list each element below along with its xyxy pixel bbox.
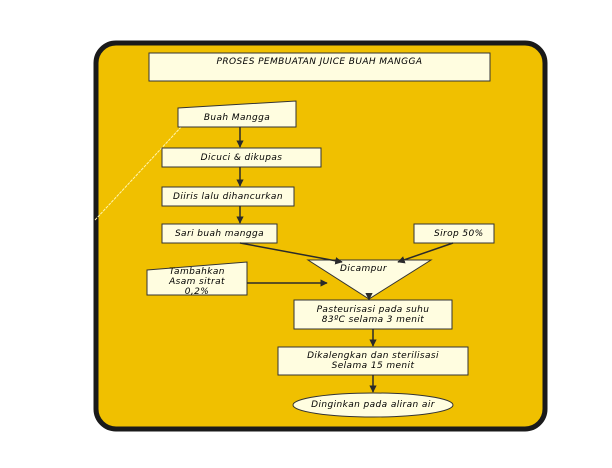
step-tambahkan-label: Tambahkan Asam sitrat 0,2% bbox=[169, 267, 225, 297]
step-dikalengkan-box bbox=[277, 346, 469, 376]
step-buah-mangga-label: Buah Mangga bbox=[203, 113, 271, 123]
arrow-sirop-to-dicampur bbox=[397, 242, 454, 264]
arrow-sari-to-dicampur bbox=[239, 242, 343, 265]
step-dinginkan-label: Dinginkan pada aliran air bbox=[311, 400, 435, 410]
step-sirop-label: Sirop 50% bbox=[434, 229, 484, 239]
step-tambahkan-box bbox=[146, 261, 248, 296]
step-pasteurisasi-label: Pasteurisasi pada suhu 83ºC selama 3 men… bbox=[316, 305, 430, 325]
step-sirop-box bbox=[413, 223, 495, 244]
decorative-diagonal-line bbox=[94, 111, 196, 221]
step-pasteurisasi-box bbox=[293, 299, 453, 330]
step-dicampur-triangle bbox=[306, 259, 433, 300]
step-buah-mangga-box bbox=[177, 100, 297, 128]
step-diiris-box bbox=[161, 186, 295, 207]
step-dikalengkan-label: Dikalengkan dan sterilisasi Selama 15 me… bbox=[307, 351, 439, 371]
step-sari-box bbox=[161, 223, 278, 244]
title-box bbox=[148, 52, 491, 82]
step-dicampur-label: Dicampur bbox=[340, 264, 387, 274]
step-dicuci-label: Dicuci & dikupas bbox=[200, 153, 283, 163]
step-diiris-label: Diiris lalu dihancurkan bbox=[173, 192, 283, 202]
diagram-title: PROSES PEMBUATAN JUICE BUAH MANGGA bbox=[216, 57, 423, 67]
step-dinginkan-oval bbox=[292, 392, 454, 418]
step-dicuci-box bbox=[161, 147, 322, 168]
background-panel bbox=[93, 40, 548, 432]
step-sari-label: Sari buah mangga bbox=[174, 229, 265, 239]
